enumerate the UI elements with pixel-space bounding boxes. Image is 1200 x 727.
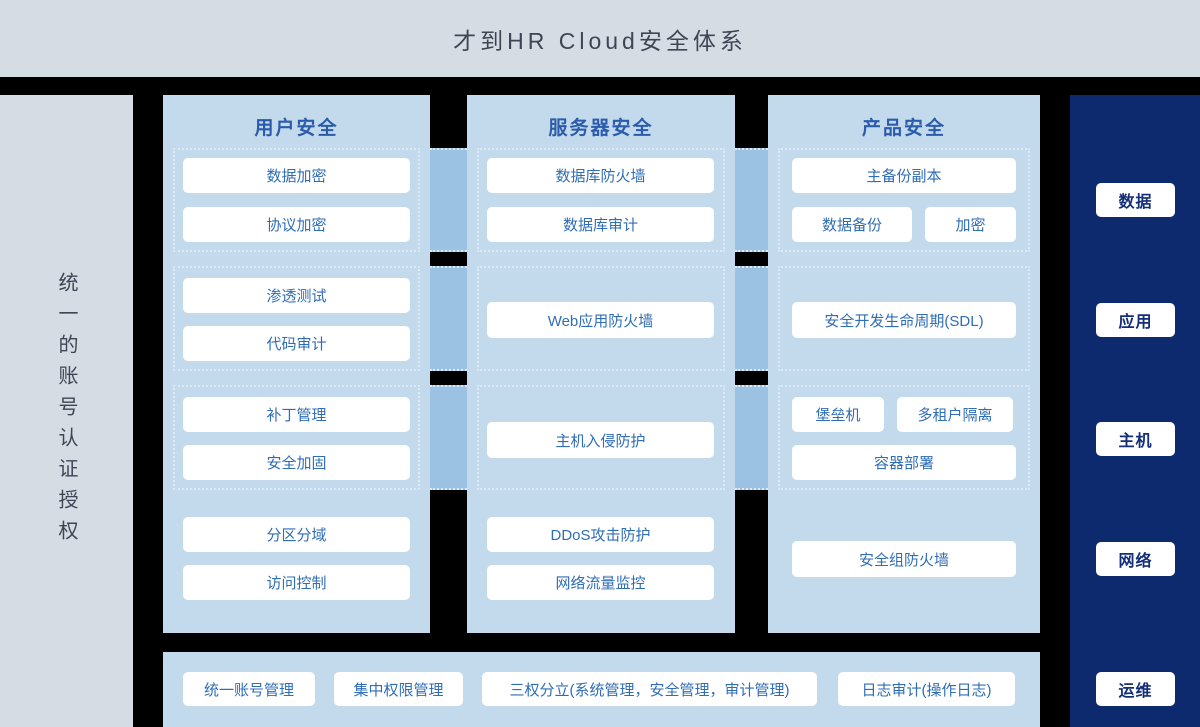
sidebar-item-application: 应用 — [1096, 303, 1175, 337]
box-access-control: 访问控制 — [183, 565, 410, 600]
group-user-row1 — [173, 148, 420, 252]
box-database-firewall: 数据库防火墙 — [487, 158, 714, 193]
bridge-row3-col1-col2 — [430, 385, 467, 490]
sidebar-item-data: 数据 — [1096, 183, 1175, 217]
sidebar-item-operations: 运维 — [1096, 672, 1175, 706]
header-bar: 才到HR Cloud安全体系 — [0, 0, 1200, 77]
group-product-row1 — [778, 148, 1030, 252]
group-user-row2 — [173, 266, 420, 371]
group-server-row3 — [477, 385, 725, 490]
box-primary-backup-replica: 主备份副本 — [792, 158, 1016, 193]
group-product-row2 — [778, 266, 1030, 371]
box-host-intrusion-protection: 主机入侵防护 — [487, 422, 714, 458]
box-log-audit: 日志审计(操作日志) — [838, 672, 1015, 706]
bridge-row3-col2-col3 — [735, 385, 768, 490]
box-encryption: 加密 — [925, 207, 1016, 242]
box-patch-management: 补丁管理 — [183, 397, 410, 432]
box-security-hardening: 安全加固 — [183, 445, 410, 480]
box-penetration-testing: 渗透测试 — [183, 278, 410, 313]
sidebar-item-network: 网络 — [1096, 542, 1175, 576]
box-container-deployment: 容器部署 — [792, 445, 1016, 480]
page-title: 才到HR Cloud安全体系 — [453, 27, 747, 54]
box-data-encryption: 数据加密 — [183, 158, 410, 193]
box-sdl: 安全开发生命周期(SDL) — [792, 302, 1016, 338]
column-title-user-security: 用户安全 — [254, 118, 339, 139]
column-title-server-security: 服务器安全 — [548, 118, 654, 139]
left-sidebar-label: 统一的账号认证授权 — [55, 271, 77, 551]
box-network-traffic-monitoring: 网络流量监控 — [487, 565, 714, 600]
left-sidebar-unified-auth: 统一的账号认证授权 — [0, 95, 133, 727]
bridge-row2-col1-col2 — [430, 266, 467, 371]
bridge-row1-col2-col3 — [735, 148, 768, 252]
group-server-row1 — [477, 148, 725, 252]
sidebar-item-host: 主机 — [1096, 422, 1175, 456]
box-data-backup: 数据备份 — [792, 207, 912, 242]
box-separation-of-three-powers: 三权分立(系统管理，安全管理，审计管理) — [482, 672, 817, 706]
bridge-row1-col1-col2 — [430, 148, 467, 252]
box-centralized-permission-management: 集中权限管理 — [334, 672, 463, 706]
box-partition-zoning: 分区分域 — [183, 517, 410, 552]
group-user-row3 — [173, 385, 420, 490]
box-unified-account-management: 统一账号管理 — [183, 672, 315, 706]
bridge-row2-col2-col3 — [735, 266, 768, 371]
group-product-row3 — [778, 385, 1030, 490]
box-ddos-protection: DDoS攻击防护 — [487, 517, 714, 552]
box-bastion-host: 堡垒机 — [792, 397, 884, 432]
box-multi-tenant-isolation: 多租户隔离 — [897, 397, 1013, 432]
box-web-application-firewall: Web应用防火墙 — [487, 302, 714, 338]
group-server-row2 — [477, 266, 725, 371]
box-security-group-firewall: 安全组防火墙 — [792, 541, 1016, 577]
box-database-audit: 数据库审计 — [487, 207, 714, 242]
column-title-product-security: 产品安全 — [861, 118, 946, 139]
box-protocol-encryption: 协议加密 — [183, 207, 410, 242]
box-code-audit: 代码审计 — [183, 326, 410, 361]
